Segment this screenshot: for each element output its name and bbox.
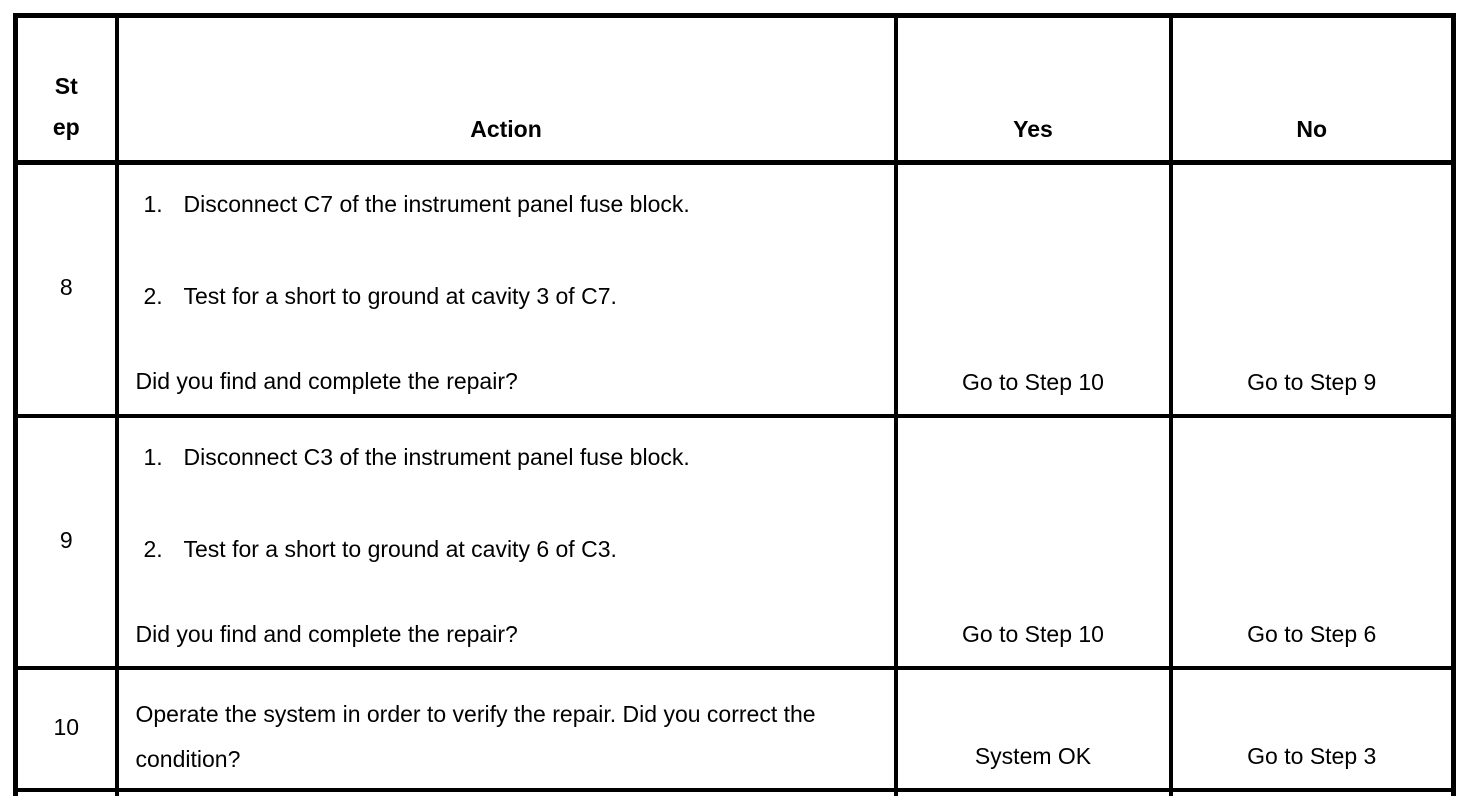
- empty-cell: [1168, 787, 1456, 796]
- action-cell: 1. Disconnect C7 of the instrument panel…: [114, 160, 898, 418]
- empty-cell: [114, 787, 898, 796]
- empty-cell: [893, 787, 1173, 796]
- empty-cell: [13, 787, 119, 796]
- table-row-step-10: 10 Operate the system in order to verify…: [13, 665, 1456, 792]
- table-row-step-8: 8 1. Disconnect C7 of the instrument pan…: [13, 160, 1456, 418]
- action-item-number: 1.: [143, 443, 163, 470]
- action-item-text: Test for a short to ground at cavity 6 o…: [183, 535, 617, 562]
- action-question: Did you find and complete the repair?: [135, 620, 518, 647]
- action-item: 1. Disconnect C3 of the instrument panel…: [144, 442, 839, 472]
- yes-cell: Go to Step 10: [893, 160, 1173, 418]
- no-cell: Go to Step 3: [1168, 665, 1456, 792]
- table-row-step-9: 9 1. Disconnect C3 of the instrument pan…: [13, 413, 1456, 670]
- action-cell: 1. Disconnect C3 of the instrument panel…: [114, 413, 898, 670]
- action-item-text: Test for a short to ground at cavity 3 o…: [183, 283, 617, 309]
- step-number: 8: [13, 160, 119, 418]
- action-item-number: 2.: [143, 535, 163, 562]
- table-header-row: St ep Action Yes No: [13, 13, 1456, 165]
- yes-cell: System OK: [893, 665, 1173, 792]
- table-row-cutoff: [13, 787, 1456, 796]
- action-item: 1. Disconnect C7 of the instrument panel…: [144, 189, 839, 219]
- action-item-text: Disconnect C3 of the instrument panel fu…: [183, 443, 690, 470]
- action-item-number: 2.: [143, 283, 163, 309]
- troubleshooting-table: St ep Action Yes No 8 1. Disconnect C7 o…: [13, 13, 1456, 796]
- column-header-yes: Yes: [893, 13, 1173, 165]
- column-header-step: St ep: [13, 13, 119, 165]
- step-number: 9: [13, 413, 119, 670]
- action-cell: Operate the system in order to verify th…: [114, 665, 898, 792]
- action-item-number: 1.: [143, 191, 163, 217]
- step-number: 10: [13, 665, 119, 792]
- action-question: Did you find and complete the repair?: [135, 368, 518, 394]
- no-cell: Go to Step 6: [1168, 413, 1456, 670]
- no-cell: Go to Step 9: [1168, 160, 1456, 418]
- yes-cell: Go to Step 10: [893, 413, 1173, 670]
- action-item: 2. Test for a short to ground at cavity …: [144, 281, 839, 311]
- column-header-action: Action: [114, 13, 898, 165]
- action-item: 2. Test for a short to ground at cavity …: [144, 534, 839, 564]
- action-item-text: Disconnect C7 of the instrument panel fu…: [183, 191, 690, 217]
- column-header-no: No: [1168, 13, 1456, 165]
